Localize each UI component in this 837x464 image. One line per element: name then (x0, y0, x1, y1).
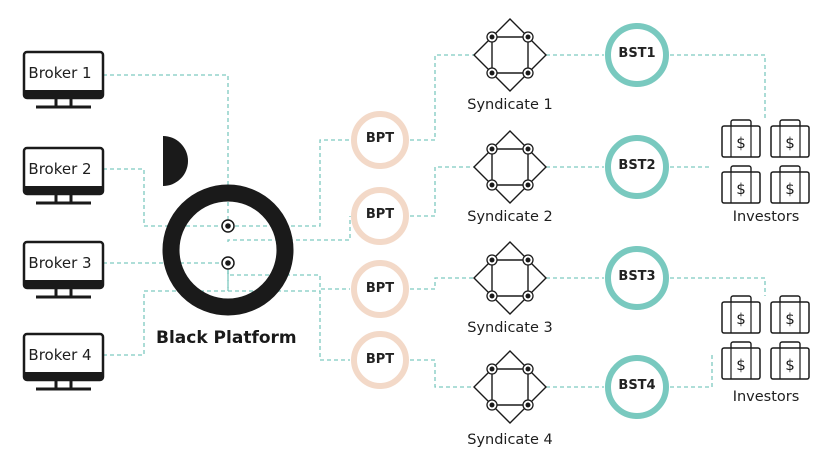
broker-2-label: Broker 2 (28, 160, 92, 178)
platform-label: Black Platform (156, 328, 297, 348)
connector-platform-bpt1 (228, 139, 350, 227)
broker-3-monitor-icon (22, 240, 105, 299)
dollar-sign-icon: $ (785, 310, 795, 328)
dollar-sign-icon: $ (736, 310, 746, 328)
bpt-1-label: BPT (365, 131, 395, 146)
bst-4-label: BST4 (618, 378, 656, 393)
platform-port-1-inner (225, 223, 231, 229)
platform-ring (162, 184, 294, 316)
bpt-2-ring (351, 187, 409, 245)
bpt-3-label: BPT (365, 281, 395, 296)
bst-3-label: BST3 (618, 269, 656, 284)
connector-broker1-platform (103, 74, 229, 226)
money-bag-icon: $ (770, 341, 810, 380)
money-bag-icon: $ (721, 295, 761, 334)
money-bag-icon: $ (721, 119, 761, 158)
black-platform-node (162, 136, 294, 316)
bpt-3-ring (351, 260, 409, 318)
money-bag-icon: $ (770, 295, 810, 334)
broker-1-monitor-icon (22, 50, 105, 109)
platform-port-2-inner (225, 260, 231, 266)
connector-bst3-investors2 (670, 277, 766, 296)
investors-1-label: Investors (732, 209, 800, 225)
bst-1-label: BST1 (618, 46, 656, 61)
connector-bpt2-syndicate2 (410, 166, 474, 217)
investors-2-label: Investors (732, 389, 800, 405)
dollar-sign-icon: $ (785, 356, 795, 374)
money-bag-icon: $ (721, 341, 761, 380)
syndicate-1-label: Syndicate 1 (467, 97, 553, 113)
dollar-sign-icon: $ (736, 180, 746, 198)
connector-bst1-investors1 (670, 54, 766, 120)
connector-lines (103, 54, 766, 388)
syndicate-1-network-icon (473, 18, 547, 92)
syndicate-2-network-icon (473, 130, 547, 204)
syndicate-3-label: Syndicate 3 (467, 320, 553, 336)
syndicate-4-label: Syndicate 4 (467, 432, 553, 448)
broker-2-monitor-icon (22, 146, 105, 205)
investors-group: $ $ $ $ $ $ $ $ (721, 119, 810, 380)
money-bag-icon: $ (770, 165, 810, 204)
bpt-4-ring (351, 331, 409, 389)
bpt-2-label: BPT (365, 207, 395, 222)
dollar-sign-icon: $ (736, 134, 746, 152)
connector-bst4-investors2 (670, 352, 713, 388)
broker-4-monitor-icon (22, 332, 105, 391)
connector-bpt1-syndicate1 (410, 54, 474, 141)
connector-bpt3-syndicate3 (410, 277, 474, 290)
syndicate-4-network-icon (473, 350, 547, 424)
bst-1-ring (605, 23, 669, 87)
syndicate-3-network-icon (473, 241, 547, 315)
brokers-group (22, 50, 105, 391)
bpt-nodes-group (351, 111, 409, 389)
dollar-sign-icon: $ (785, 134, 795, 152)
connector-broker2-platform (103, 168, 228, 227)
money-bag-icon: $ (770, 119, 810, 158)
half-circle-icon (163, 136, 188, 186)
broker-4-label: Broker 4 (28, 346, 92, 364)
dollar-sign-icon: $ (736, 356, 746, 374)
broker-3-label: Broker 3 (28, 254, 92, 272)
bst-nodes-group (605, 23, 669, 419)
connector-platform-bpt4 (227, 263, 350, 361)
bpt-1-ring (351, 111, 409, 169)
bst-2-ring (605, 135, 669, 199)
bpt-4-label: BPT (365, 352, 395, 367)
bst-2-label: BST2 (618, 158, 656, 173)
connector-broker4-platform (103, 263, 229, 356)
syndicates-group (473, 18, 547, 424)
money-bag-icon: $ (721, 165, 761, 204)
dollar-sign-icon: $ (785, 180, 795, 198)
connector-bpt4-syndicate4 (410, 359, 474, 388)
bst-3-ring (605, 246, 669, 310)
syndicate-2-label: Syndicate 2 (467, 209, 553, 225)
bst-4-ring (605, 355, 669, 419)
broker-1-label: Broker 1 (28, 64, 92, 82)
